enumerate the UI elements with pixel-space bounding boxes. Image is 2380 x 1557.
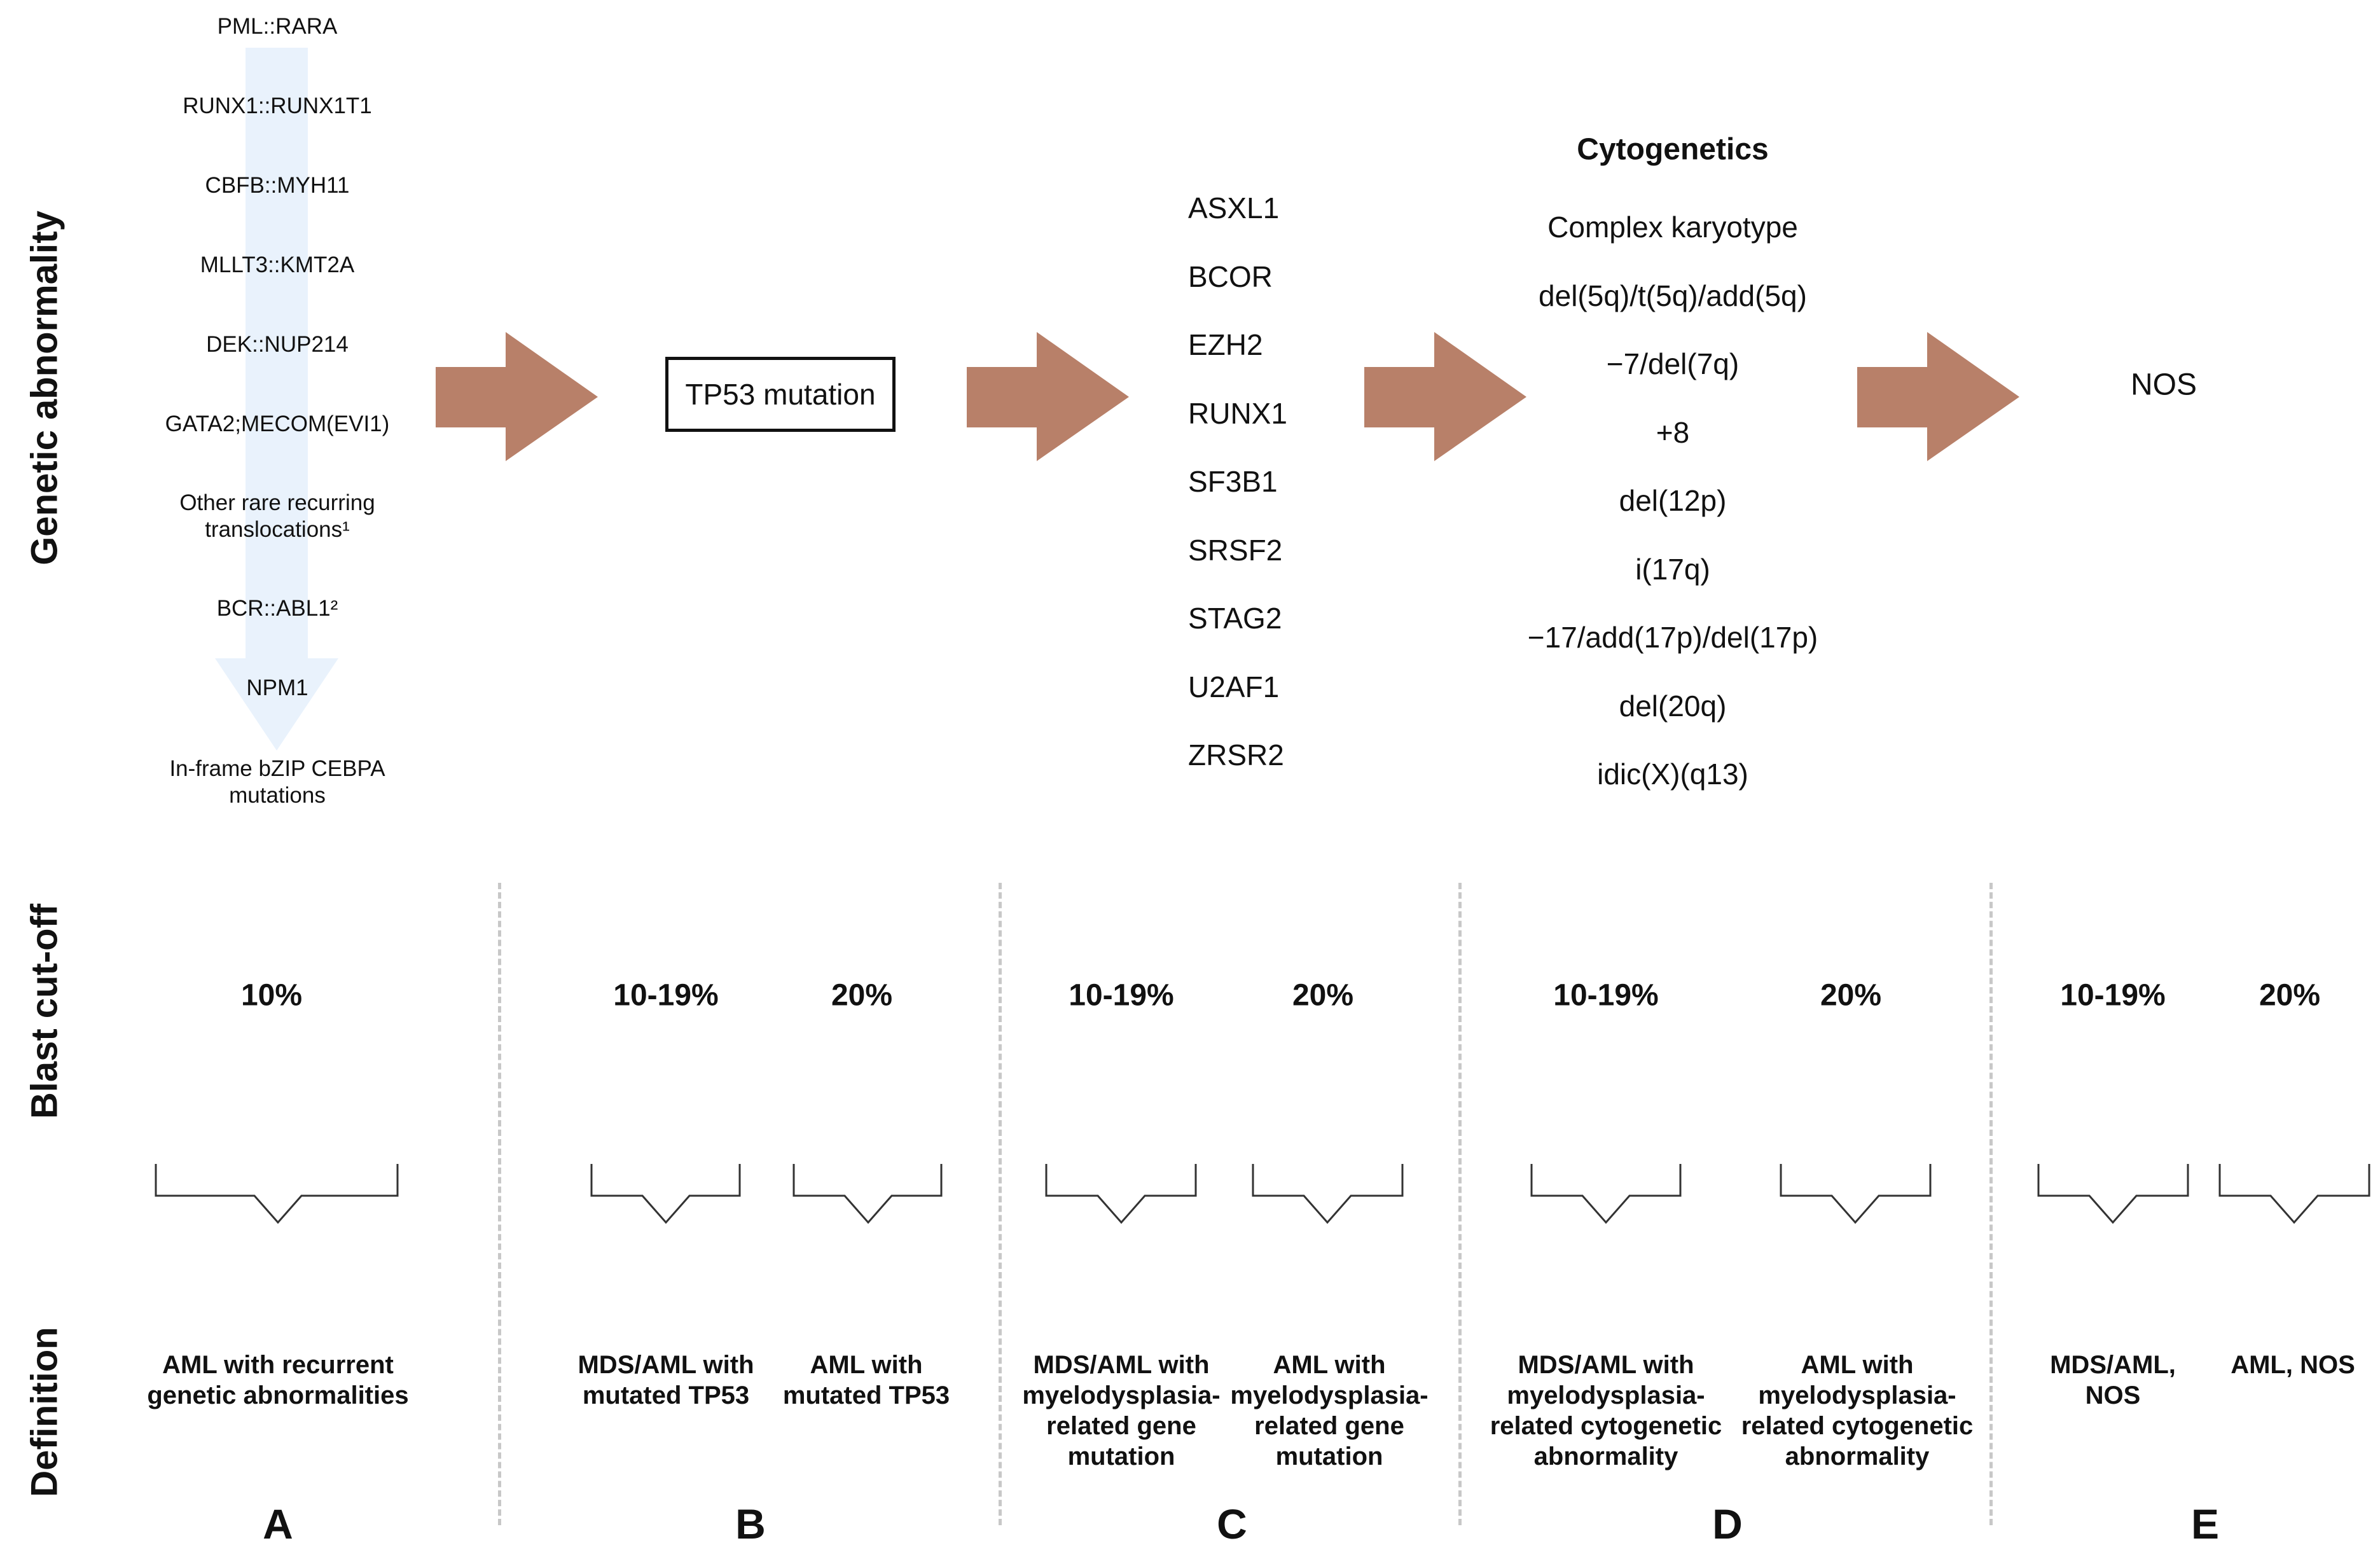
cyto-item-2: −7/del(7q) — [1606, 347, 1740, 380]
gene-c-1: BCOR — [1188, 260, 1273, 293]
gene-c-8: ZRSR2 — [1188, 738, 1284, 772]
gene-c-6: STAG2 — [1188, 602, 1282, 635]
section-letter-e: E — [2190, 1500, 2220, 1547]
blast-cutoff-b1: 10-19% — [613, 978, 719, 1013]
tp53-mutation-label: TP53 mutation — [685, 378, 876, 411]
gene-a-6: Other rare recurring translocations¹ — [179, 490, 375, 542]
blast-cutoff-d2: 20% — [1820, 978, 1882, 1013]
blast-cutoff-c1: 10-19% — [1069, 978, 1174, 1013]
gene-a-5: GATA2;MECOM(EVI1) — [165, 412, 390, 436]
cyto-item-4: del(12p) — [1619, 484, 1727, 517]
definition-b1: MDS/AML with mutated TP53 — [578, 1351, 754, 1409]
definition-c1: MDS/AML with myelodysplasia-related gene… — [1022, 1351, 1221, 1470]
gene-a-7: BCR::ABL1² — [216, 596, 338, 621]
gene-a-3: MLLT3::KMT2A — [200, 253, 355, 277]
definition-a: AML with recurrent genetic abnormalities — [147, 1351, 409, 1409]
definition-b2: AML with mutated TP53 — [782, 1351, 950, 1409]
gene-a-1: RUNX1::RUNX1T1 — [183, 93, 372, 118]
cyto-item-0: Complex karyotype — [1547, 211, 1798, 244]
flow-arrow-icon — [436, 332, 598, 461]
flow-arrow-icon — [1857, 332, 2019, 461]
definition-e2: AML, NOS — [2231, 1351, 2355, 1379]
blast-cutoff-a: 10% — [240, 978, 303, 1013]
gene-c-0: ASXL1 — [1188, 191, 1280, 225]
blast-cutoff-c2: 20% — [1292, 978, 1354, 1013]
gene-a-0: PML::RARA — [217, 14, 338, 39]
cyto-item-8: idic(X)(q13) — [1597, 758, 1748, 791]
bracket-icon — [792, 1164, 943, 1224]
definition-c2: AML with myelodysplasia-related gene mut… — [1230, 1351, 1429, 1470]
bracket-icon — [1530, 1164, 1682, 1224]
bracket-icon — [2037, 1164, 2189, 1224]
bracket-icon — [155, 1164, 399, 1224]
hierarchy-arrow-icon — [215, 48, 338, 751]
bracket-icon — [1252, 1164, 1404, 1224]
blast-cutoff-e2: 20% — [2259, 978, 2321, 1013]
section-letter-a: A — [263, 1500, 293, 1547]
cyto-item-3: +8 — [1656, 416, 1690, 449]
section-divider — [1989, 883, 1993, 1525]
blast-cutoff-b2: 20% — [831, 978, 893, 1013]
cyto-item-5: i(17q) — [1635, 553, 1710, 586]
bracket-icon — [2218, 1164, 2370, 1224]
blast-cutoff-e1: 10-19% — [2060, 978, 2166, 1013]
definition-e1: MDS/AML, NOS — [2050, 1351, 2176, 1409]
section-letter-b: B — [735, 1500, 766, 1547]
gene-c-2: EZH2 — [1188, 328, 1263, 361]
cyto-item-6: −17/add(17p)/del(17p) — [1527, 621, 1818, 654]
gene-a-2: CBFB::MYH11 — [205, 173, 350, 198]
gene-a-8: NPM1 — [246, 675, 308, 700]
nos-label: NOS — [2131, 368, 2197, 402]
gene-a-9: In-frame bZIP CEBPA mutations — [169, 756, 385, 808]
blast-cutoff-d1: 10-19% — [1553, 978, 1659, 1013]
bracket-icon — [1780, 1164, 1932, 1224]
section-divider — [1458, 883, 1462, 1525]
tp53-mutation-box: TP53 mutation — [665, 357, 896, 432]
gene-a-4: DEK::NUP214 — [206, 332, 349, 357]
gene-c-5: SRSF2 — [1188, 534, 1283, 567]
gene-c-7: U2AF1 — [1188, 670, 1280, 703]
gene-c-3: RUNX1 — [1188, 397, 1287, 430]
definition-d2: AML with myelodysplasia-related cytogene… — [1741, 1351, 1974, 1470]
cyto-item-1: del(5q)/t(5q)/add(5q) — [1539, 279, 1807, 312]
flow-arrow-icon — [967, 332, 1129, 461]
section-divider — [498, 883, 501, 1525]
bracket-icon — [590, 1164, 741, 1224]
section-letter-d: D — [1712, 1500, 1743, 1547]
section-letter-c: C — [1217, 1500, 1247, 1547]
flow-arrow-icon — [1364, 332, 1526, 461]
section-divider — [999, 883, 1002, 1525]
gene-c-4: SF3B1 — [1188, 465, 1278, 498]
cytogenetics-heading: Cytogenetics — [1577, 132, 1769, 167]
definition-d1: MDS/AML with myelodysplasia-related cyto… — [1490, 1351, 1722, 1470]
cyto-item-7: del(20q) — [1619, 689, 1727, 723]
bracket-icon — [1045, 1164, 1197, 1224]
